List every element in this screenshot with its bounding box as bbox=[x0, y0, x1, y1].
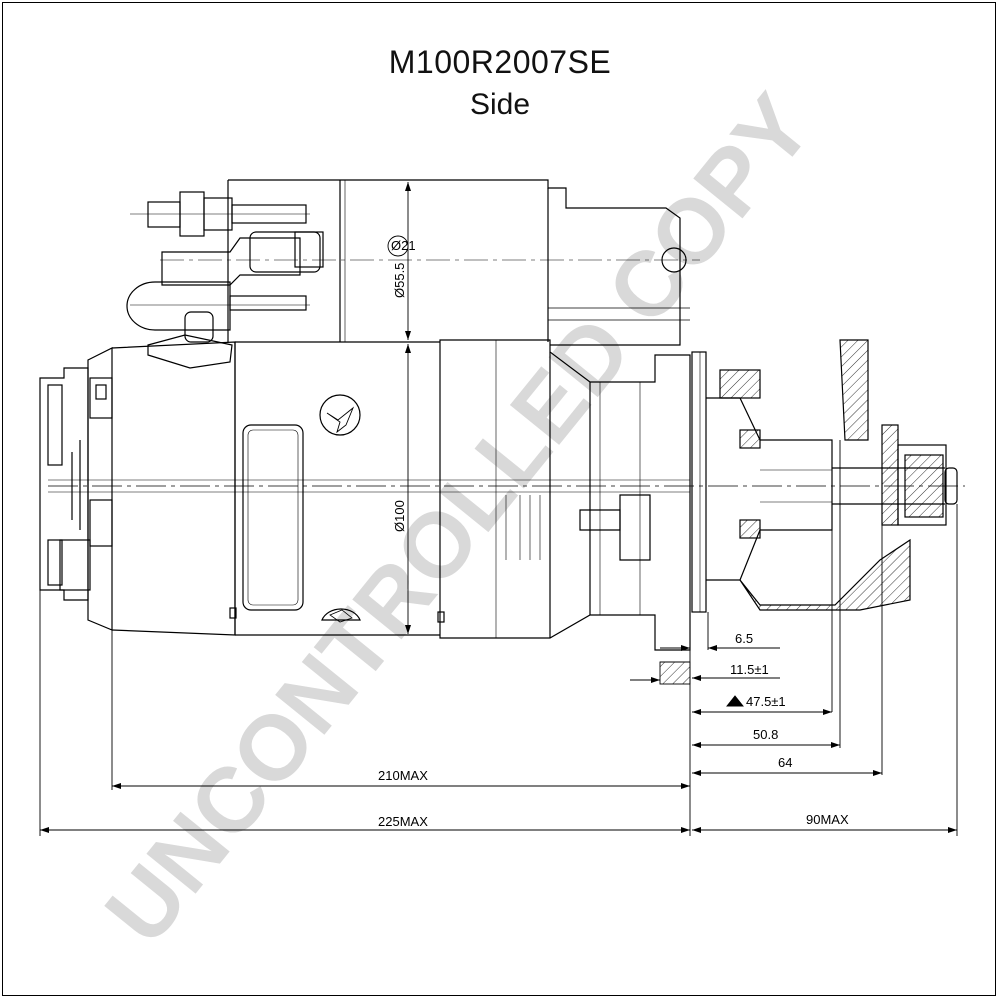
pinion-nose bbox=[706, 339, 958, 611]
dim-solenoid-small-diameter: Ø21 bbox=[391, 238, 416, 253]
dim-90-max: 90MAX bbox=[806, 812, 849, 827]
solenoid bbox=[126, 179, 700, 369]
dimension-lines bbox=[39, 182, 958, 836]
motor-body bbox=[111, 341, 445, 636]
dim-47-5: 47.5±1 bbox=[746, 694, 786, 709]
dim-210-max: 210MAX bbox=[378, 768, 428, 783]
drive-housing bbox=[439, 339, 707, 651]
dim-50-8: 50.8 bbox=[753, 727, 778, 742]
dim-64: 64 bbox=[778, 755, 792, 770]
dim-11-5: 11.5±1 bbox=[730, 662, 769, 677]
end-cap bbox=[39, 347, 113, 631]
starter-outline bbox=[39, 179, 965, 651]
dim-6-5: 6.5 bbox=[735, 631, 753, 646]
dim-solenoid-diameter: Ø55.5 bbox=[392, 263, 407, 298]
drawing-view-label: Side bbox=[469, 88, 531, 121]
dim-225-max: 225MAX bbox=[378, 814, 428, 829]
dim-body-diameter: Ø100 bbox=[392, 500, 407, 532]
drawing-title: M100R2007SE bbox=[388, 44, 612, 80]
